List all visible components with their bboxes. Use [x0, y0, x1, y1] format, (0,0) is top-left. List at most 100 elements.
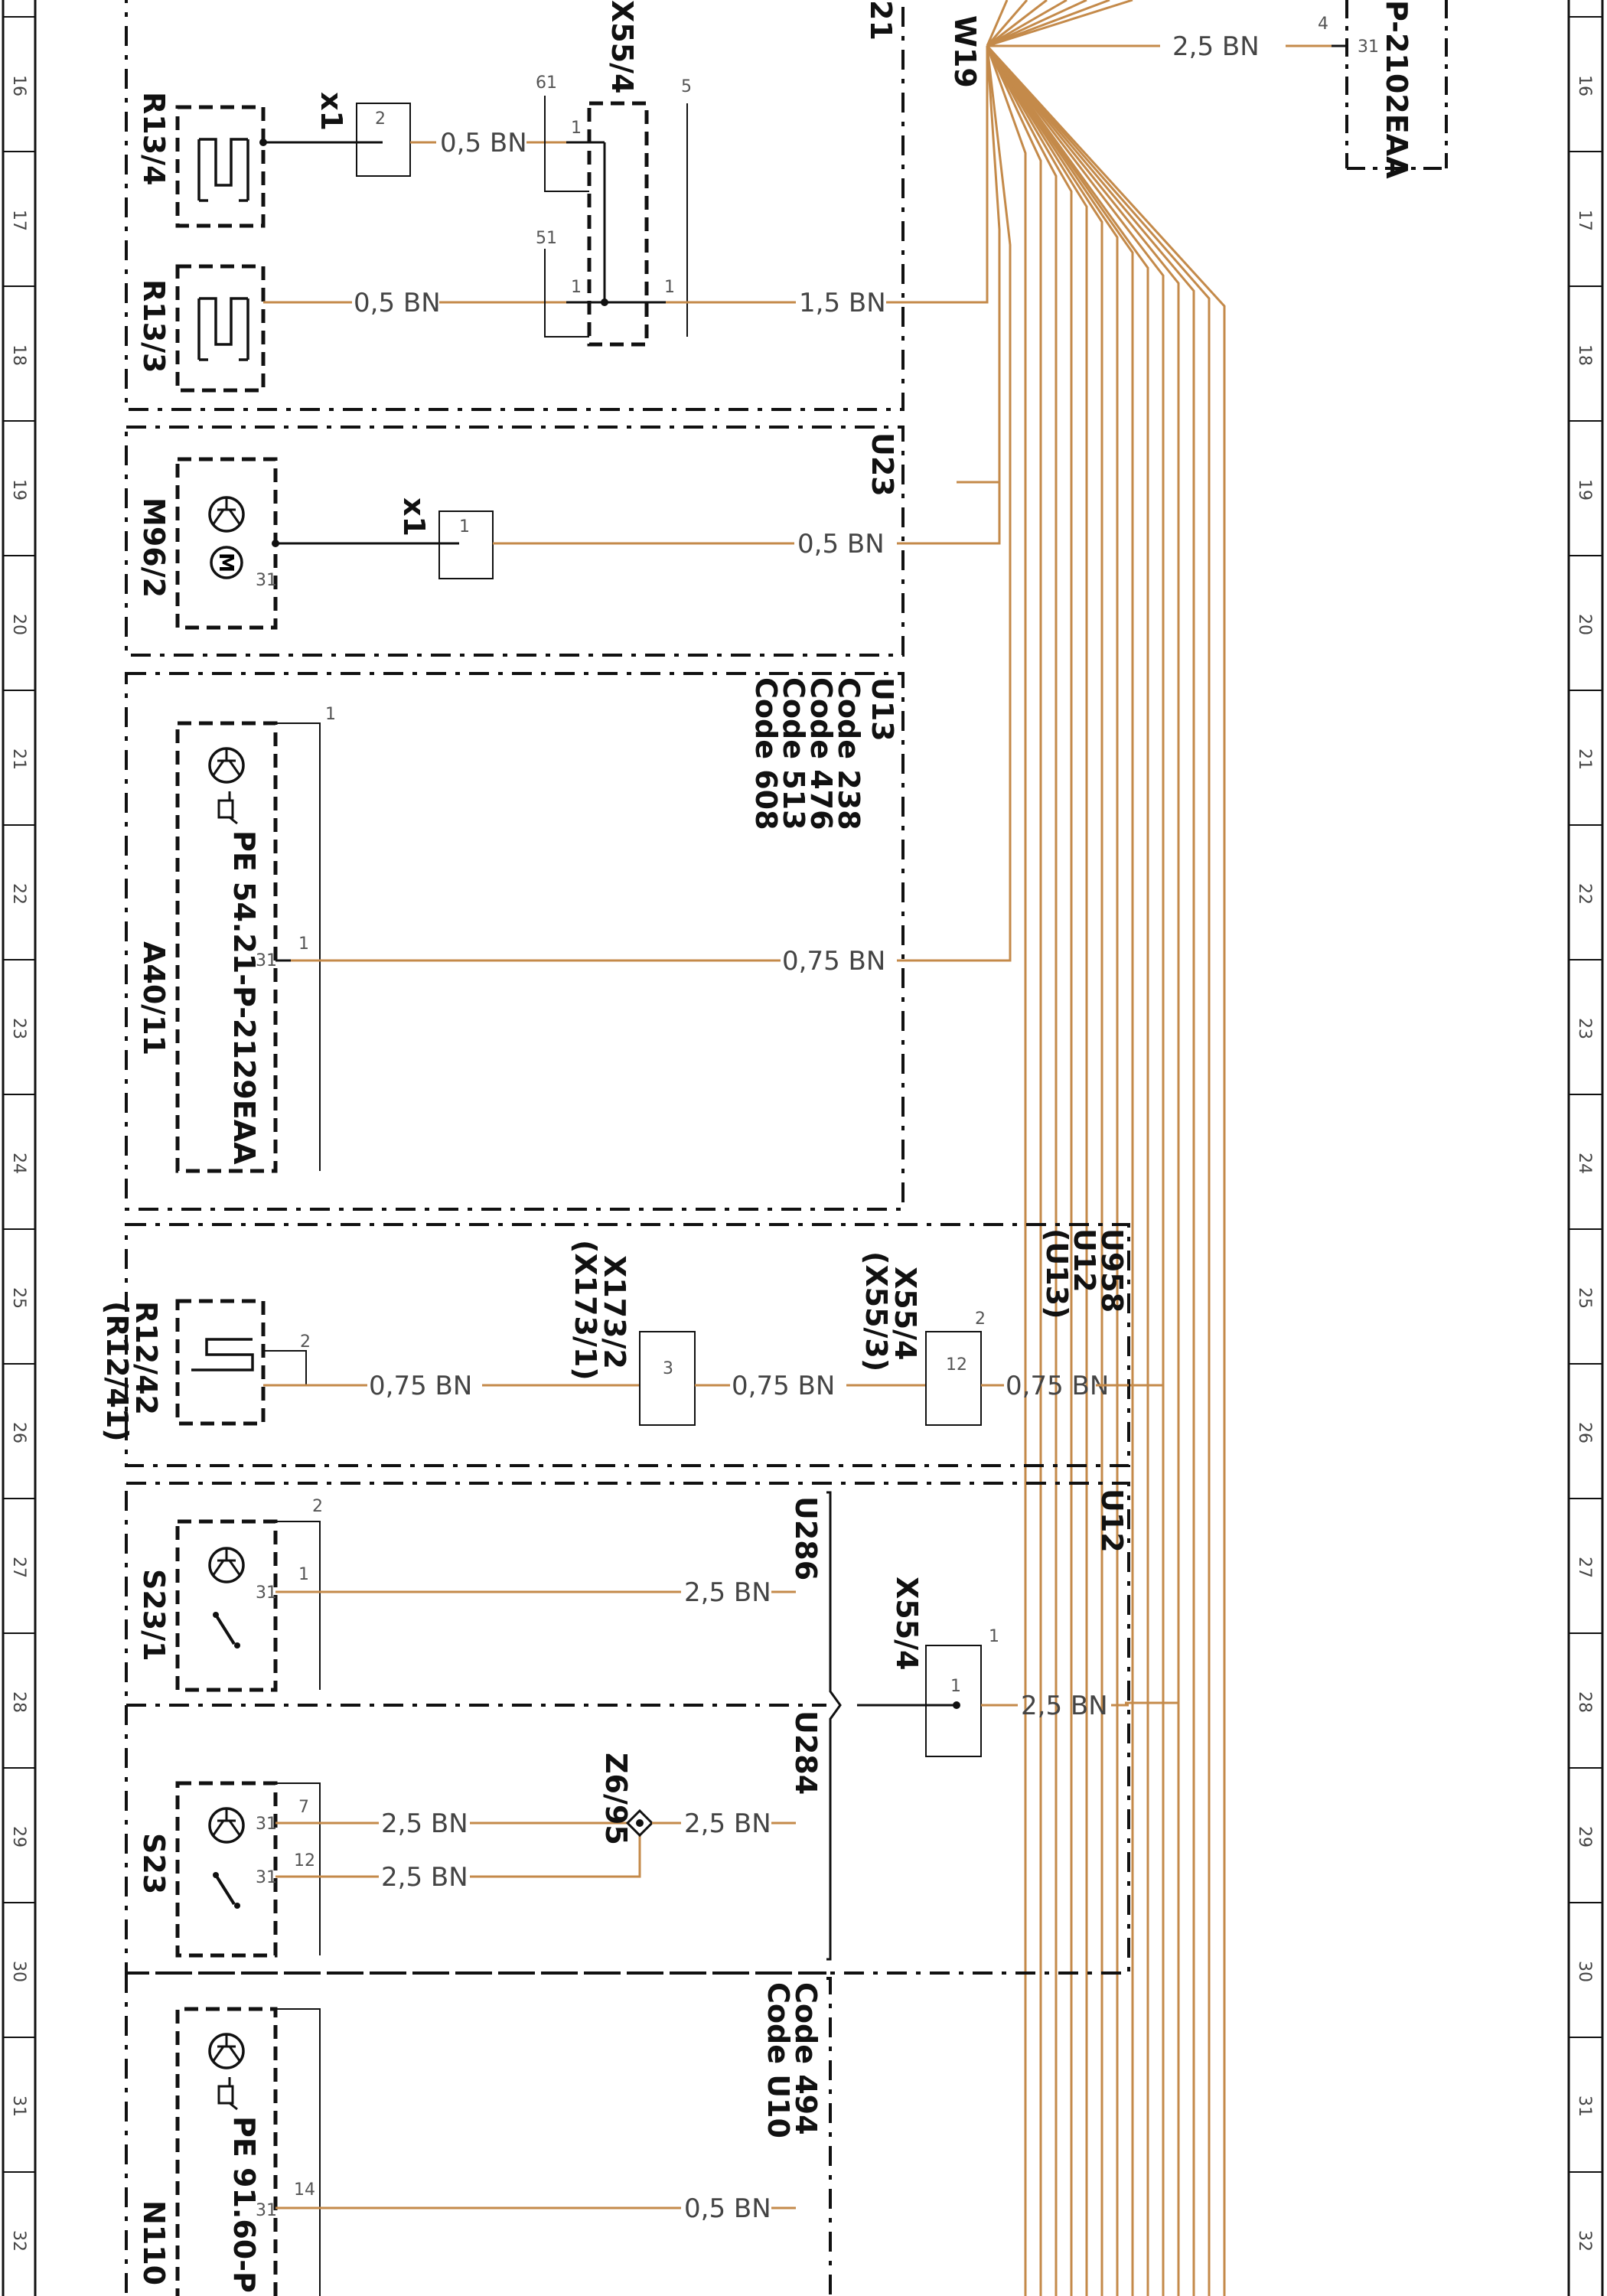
x55-4-pin-1c: 1 — [664, 278, 675, 297]
u284-label: U284 — [789, 1711, 823, 1795]
s23-pin-31b: 31 — [256, 1868, 277, 1887]
sub-u284: U284 S23 31 7 31 12 2,5 BN 2,5 BN Z6/95 … — [126, 1711, 826, 1975]
ruler-number-right: 25 — [1575, 1287, 1594, 1309]
u958-wire-2: 0,75 BN — [732, 1371, 835, 1401]
z6-95-label: Z6/95 — [599, 1753, 633, 1845]
group-top-label: 21 — [864, 0, 898, 41]
x55-4-u12-pin-a: 1 — [989, 1627, 999, 1646]
a40-11-pin-1: 1 — [298, 934, 309, 954]
ruler-number-left: 17 — [9, 210, 28, 231]
ruler-number-right: 24 — [1575, 1153, 1594, 1174]
bottom-wire: 0,5 BN — [684, 2193, 771, 2224]
r12-42-pin: 2 — [300, 1332, 311, 1352]
ruler-number-right: 22 — [1575, 883, 1594, 905]
m96-2-pin: 31 — [256, 571, 277, 590]
group-top: 21 R13/4 2 x1 0,5 BN R13/3 0,5 BN X55/4 — [125, 0, 905, 411]
ruler-number-left: 26 — [9, 1422, 28, 1443]
a40-11-pin-31: 31 — [256, 951, 277, 970]
r13-3-wire: 0,5 BN — [354, 288, 441, 318]
u286-label: U286 — [789, 1496, 823, 1580]
component-r13-3: R13/3 0,5 BN — [137, 264, 566, 393]
ruler-number-right: 27 — [1575, 1557, 1594, 1578]
connector-x55-4-top: X55/4 61 1 51 1 1 5 1,5 BN — [536, 0, 903, 347]
ruler-number-left: 29 — [9, 1826, 28, 1848]
group-u12: U12 U286 S23/1 31 1 2 2,5 BN U284 S23 — [125, 1482, 1130, 1975]
top-right-pin-a: 4 — [1318, 15, 1328, 34]
u284-wire-3: 2,5 BN — [684, 1808, 771, 1839]
u13-label: U13 — [865, 677, 899, 742]
ruler-number-left: 27 — [9, 1557, 28, 1578]
ruler-number-right: 28 — [1575, 1691, 1594, 1713]
ruler-number-left: 16 — [9, 75, 28, 96]
r13-4-label: R13/4 — [137, 92, 171, 185]
ruler-number-right: 26 — [1575, 1422, 1594, 1443]
ruler-number-left: 24 — [9, 1153, 28, 1174]
u958-label-u13: (U13) — [1040, 1228, 1074, 1319]
u13-code-608: Code 608 — [749, 677, 783, 830]
x55-4-u12-pin-b: 1 — [950, 1677, 961, 1696]
s23-pin-31a: 31 — [256, 1815, 277, 1834]
code-494: Code 494 — [789, 1982, 823, 2135]
connector-x55-4-u12: X55/4 1 1 2,5 BN — [857, 1577, 1129, 1757]
x55-4-u12-label: X55/4 — [890, 1577, 924, 1671]
group-bottom: Code 494 Code U10 PE 91.60-P N110 31 14 … — [125, 1973, 832, 2296]
u23-x1: x1 — [397, 497, 431, 536]
x55-4-pin-61: 61 — [536, 73, 557, 93]
u23-label: U23 — [865, 432, 899, 497]
group-u958: U958 U12 (U13) 2 R12/42 (R12/41) 0,75 BN… — [100, 1223, 1130, 1467]
s23-label: S23 — [137, 1833, 171, 1894]
ruler-number-left: 28 — [9, 1691, 28, 1713]
ruler-number-right: 18 — [1575, 344, 1594, 366]
ruler-number-left: 23 — [9, 1018, 28, 1039]
u12-wire: 2,5 BN — [1021, 1691, 1108, 1721]
a40-11-pe: PE 54.21-P-2129EAA — [227, 830, 261, 1165]
a40-11-label: A40/11 — [137, 941, 171, 1055]
code-u10: Code U10 — [761, 1982, 795, 2138]
ruler-number-left: 25 — [9, 1287, 28, 1309]
ruler-number-right: 29 — [1575, 1826, 1594, 1848]
ruler-number-right: 23 — [1575, 1018, 1594, 1039]
ruler-ticks — [3, 16, 1602, 2173]
ruler-number-left: 20 — [9, 614, 28, 635]
u286-wire: 2,5 BN — [684, 1577, 771, 1608]
ruler-number-left: 22 — [9, 883, 28, 905]
u958-label: U958 — [1095, 1228, 1129, 1313]
u284-wire-1: 2,5 BN — [381, 1808, 468, 1839]
u13-code-513: Code 513 — [777, 677, 810, 830]
a40-11-pin-top: 1 — [325, 705, 336, 724]
ruler-number-right: 20 — [1575, 614, 1594, 635]
harness-label: W19 — [948, 15, 982, 88]
x55-4-u958-pin-2: 2 — [975, 1309, 986, 1329]
group-u23: U23 31 M96/2 x1 1 0,5 BN — [125, 426, 905, 657]
x55-4-pin-1a: 1 — [571, 119, 582, 138]
n110-pin-31: 31 — [256, 2201, 277, 2220]
ruler-number-left: 21 — [9, 748, 28, 770]
s23-1-pin-2: 2 — [312, 1497, 323, 1516]
ruler-number-right: 21 — [1575, 748, 1594, 770]
ruler-number-right: 19 — [1575, 479, 1594, 501]
group-u13: U13 Code 238 Code 476 Code 513 Code 608 … — [125, 672, 905, 1211]
x55-4-u958-pin-12: 12 — [946, 1355, 967, 1375]
x173-2-label: X173/2 — [598, 1255, 631, 1369]
ruler-number-left: 19 — [9, 479, 28, 501]
x55-4-pin-5: 5 — [681, 77, 692, 96]
u284-wire-2: 2,5 BN — [381, 1862, 468, 1893]
top-right-wire: 2,5 BN — [1172, 31, 1260, 62]
u958-label-u12: U12 — [1068, 1228, 1101, 1293]
s23-1-pin-1: 1 — [298, 1565, 309, 1584]
r13-4-pin: 2 — [375, 109, 386, 129]
x55-4-pin-51: 51 — [536, 229, 557, 248]
x173-2-alt: (X173/1) — [569, 1240, 602, 1381]
top-right-doc: P-2102EAA — [1380, 0, 1413, 179]
top-right-pin-b: 31 — [1358, 38, 1379, 57]
u958-wire-1: 0,75 BN — [369, 1371, 472, 1401]
r13-4-connector: x1 — [315, 92, 348, 131]
x55-4-u958-alt: (X55/3) — [859, 1251, 893, 1371]
top-out-wire: 1,5 BN — [799, 288, 886, 318]
top-right-box: 2,5 BN P-2102EAA 4 31 — [1172, 0, 1448, 179]
w19-harness — [895, 0, 1226, 2296]
u13-code-238: Code 238 — [832, 677, 865, 830]
